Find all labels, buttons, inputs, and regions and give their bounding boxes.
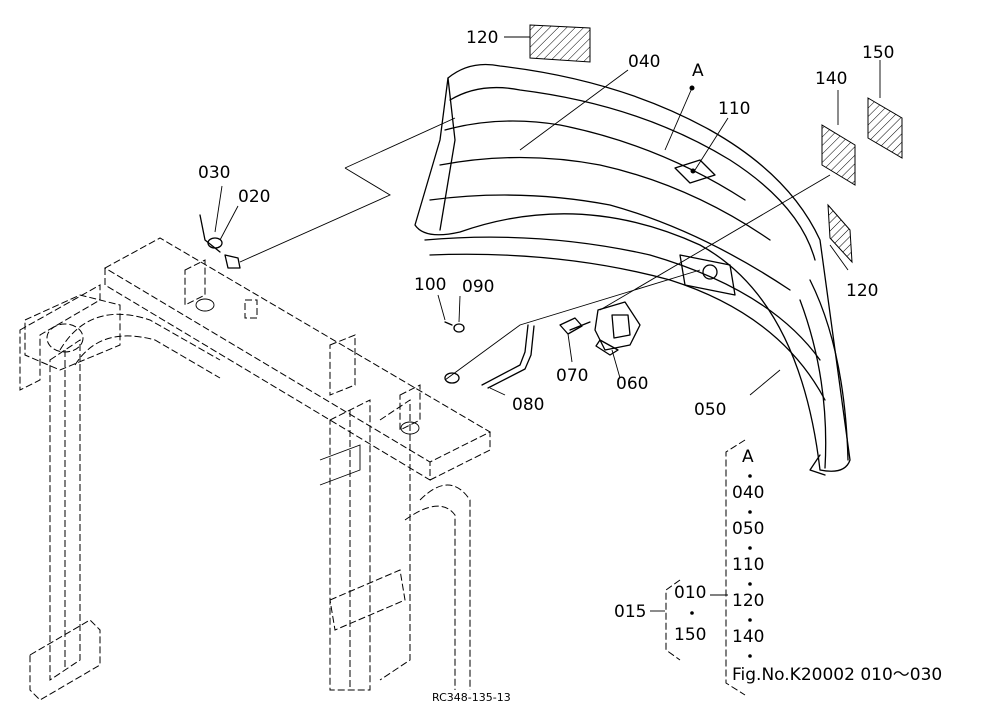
kit-a-item: 040 bbox=[732, 483, 764, 503]
pin-090-100 bbox=[444, 321, 465, 333]
callout-090: 090 bbox=[462, 277, 494, 297]
kit-015-item: 150 bbox=[674, 625, 706, 645]
callout-a: A bbox=[692, 61, 704, 81]
callout-110: 110 bbox=[718, 99, 750, 119]
callout-020: 020 bbox=[238, 187, 270, 207]
leader-lines bbox=[214, 36, 881, 396]
callout-100: 100 bbox=[414, 275, 446, 295]
decal-120-right bbox=[827, 203, 853, 264]
decal-120-top bbox=[529, 24, 591, 63]
kit-015-list: 015 010 150 bbox=[614, 579, 706, 661]
kit-a-item: 050 bbox=[732, 519, 764, 539]
callout-120-top: 120 bbox=[466, 28, 498, 48]
decal-150 bbox=[867, 97, 903, 159]
lamp-assembly bbox=[199, 214, 241, 269]
frame-structure bbox=[19, 237, 492, 701]
kit-015-item: 010 bbox=[674, 583, 706, 603]
callout-150: 150 bbox=[862, 43, 894, 63]
callout-070: 070 bbox=[556, 366, 588, 386]
callout-140: 140 bbox=[815, 69, 847, 89]
bolt-070 bbox=[559, 317, 591, 335]
decal-140 bbox=[821, 124, 856, 186]
kit-a-letter: A bbox=[742, 447, 754, 467]
callout-120-right: 120 bbox=[846, 281, 878, 301]
kit-a-item: 140 bbox=[732, 627, 764, 647]
kit-015-label: 015 bbox=[614, 602, 646, 622]
callout-labels: 120 040 A 110 140 150 030 020 120 100 09… bbox=[198, 28, 894, 420]
figure-reference: Fig.No.K20002 010～030 bbox=[732, 665, 942, 685]
kit-a-item: 120 bbox=[732, 591, 764, 611]
roof-panel bbox=[414, 63, 851, 476]
rod-080 bbox=[444, 324, 535, 389]
callout-030: 030 bbox=[198, 163, 230, 183]
callout-040: 040 bbox=[628, 52, 660, 72]
drawing-id: RC348-135-13 bbox=[432, 691, 511, 704]
callout-050: 050 bbox=[694, 400, 726, 420]
kit-a-item: 110 bbox=[732, 555, 764, 575]
callout-060: 060 bbox=[616, 374, 648, 394]
kit-a-list: A 040 050 110 120 140 bbox=[710, 439, 764, 696]
latch-060 bbox=[594, 301, 641, 356]
callout-080: 080 bbox=[512, 395, 544, 415]
